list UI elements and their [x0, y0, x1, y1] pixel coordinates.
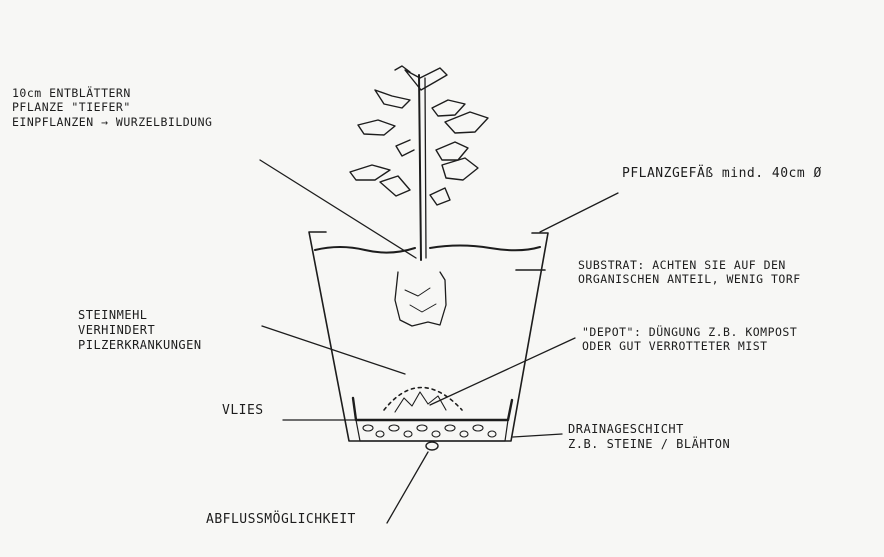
label-line: "DEPOT": DÜNGUNG Z.B. KOMPOST: [582, 325, 797, 339]
label-line: VLIES: [222, 403, 264, 419]
label-line: ABFLUSSMÖGLICHKEIT: [206, 512, 356, 528]
label-line: ODER GUT VERROTTETER MIST: [582, 339, 797, 353]
label-depot: "DEPOT": DÜNGUNG Z.B. KOMPOST ODER GUT V…: [582, 325, 797, 354]
drainage-pebbles: [363, 425, 496, 437]
label-line: VERHINDERT: [78, 323, 202, 338]
label-abfluss: ABFLUSSMÖGLICHKEIT: [206, 512, 356, 528]
label-line: Z.B. STEINE / BLÄHTON: [568, 437, 730, 452]
label-line: PILZERKRANKUNGEN: [78, 338, 202, 353]
drainage-hole: [426, 442, 438, 450]
label-line: SUBSTRAT: ACHTEN SIE AUF DEN: [578, 258, 801, 272]
label-line: DRAINAGESCHICHT: [568, 422, 730, 437]
label-pot-size: PFLANZGEFÄß mind. 40cm Ø: [622, 166, 822, 182]
leader-lines: [260, 160, 618, 523]
label-vlies: VLIES: [222, 403, 264, 419]
label-top-left: 10cm ENTBLÄTTERN PFLANZE "TIEFER" EINPFL…: [12, 86, 212, 129]
plant-stem: [419, 75, 421, 260]
label-line: EINPFLANZEN → WURZELBILDUNG: [12, 115, 212, 129]
label-line: PFLANZE "TIEFER": [12, 100, 212, 114]
pot-outline: [309, 232, 548, 441]
soil-surface: [315, 246, 540, 253]
label-steinmehl: STEINMEHL VERHINDERT PILZERKRANKUNGEN: [78, 308, 202, 353]
label-drainage: DRAINAGESCHICHT Z.B. STEINE / BLÄHTON: [568, 422, 730, 452]
label-line: 10cm ENTBLÄTTERN: [12, 86, 212, 100]
compost-depot: [384, 388, 462, 411]
label-substrat: SUBSTRAT: ACHTEN SIE AUF DEN ORGANISCHEN…: [578, 258, 801, 287]
label-line: PFLANZGEFÄß mind. 40cm Ø: [622, 166, 822, 182]
label-line: STEINMEHL: [78, 308, 202, 323]
label-line: ORGANISCHEN ANTEIL, WENIG TORF: [578, 272, 801, 286]
root-ball: [395, 272, 446, 326]
